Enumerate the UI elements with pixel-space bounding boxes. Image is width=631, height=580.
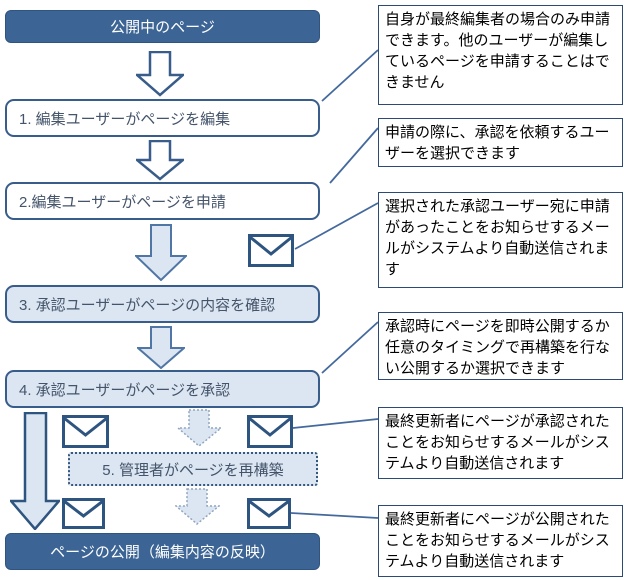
mail-icon [62,415,109,448]
down-arrow-filled-icon [137,326,185,369]
callout-submit-restriction: 自身が最終編集者の場合のみ申請できます。他のユーザーが編集しているページを申請す… [378,5,623,105]
callout-text: 自身が最終編集者の場合のみ申請できます。他のユーザーが編集しているページを申請す… [385,11,611,91]
end-node-label: ページの公開（編集内容の反映） [50,544,275,561]
step-2-submit-page: 2.編集ユーザーがページを申請 [5,182,320,220]
step-5-label: 5. 管理者がページを再構築 [102,461,284,479]
callout-text: 最終更新者にページが公開されたことをお知らせするメールがシステムより自動送信され… [385,511,610,570]
start-node-published-page: 公開中のページ [5,10,320,43]
callout-approver-notified-mail: 選択された承認ユーザー宛に申請があったことをお知らせするメールがシステムより自動… [378,192,623,288]
step-1-edit-page: 1. 編集ユーザーがページを編集 [5,99,320,137]
step-3-review-content: 3. 承認ユーザーがページの内容を確認 [5,285,320,323]
callout-publish-timing-choice: 承認時にページを即時公開するか任意のタイミングで再構築を行ない公開するか選択でき… [378,312,623,380]
end-node-publish-page: ページの公開（編集内容の反映） [5,533,320,570]
down-arrow-icon [136,140,184,181]
start-node-label: 公開中のページ [110,19,215,36]
mail-icon [248,234,294,267]
step-3-label: 3. 承認ユーザーがページの内容を確認 [19,296,276,314]
step-1-label: 1. 編集ユーザーがページを編集 [19,110,231,128]
callout-text: 最終更新者にページが承認されたことをお知らせするメールがシステムより自動送信され… [385,413,610,472]
down-arrow-icon [136,51,184,97]
mail-icon [247,498,291,529]
callout-approved-notification-mail: 最終更新者にページが承認されたことをお知らせするメールがシステムより自動送信され… [378,407,623,479]
mail-icon [62,498,105,529]
callout-text: 申請の際に、承認を依頼するユーザーを選択できます [385,124,610,162]
callout-text: 選択された承認ユーザー宛に申請があったことをお知らせするメールがシステムより自動… [385,198,610,278]
step-5-rebuild-page: 5. 管理者がページを再構築 [68,452,318,486]
step-4-approve-page: 4. 承認ユーザーがページを承認 [5,370,320,408]
dotted-down-arrow-icon [175,488,220,526]
mail-icon [247,415,293,448]
down-arrow-filled-icon [135,224,187,281]
long-down-arrow-icon [10,412,60,530]
callout-text: 承認時にページを即時公開するか任意のタイミングで再構築を行ない公開するか選択でき… [385,318,611,377]
callout-select-approver: 申請の際に、承認を依頼するユーザーを選択できます [378,118,623,167]
step-4-label: 4. 承認ユーザーがページを承認 [19,381,231,399]
dotted-down-arrow-icon [177,409,222,448]
callout-published-notification-mail: 最終更新者にページが公開されたことをお知らせするメールがシステムより自動送信され… [378,505,623,577]
step-2-label: 2.編集ユーザーがページを申請 [19,193,226,211]
